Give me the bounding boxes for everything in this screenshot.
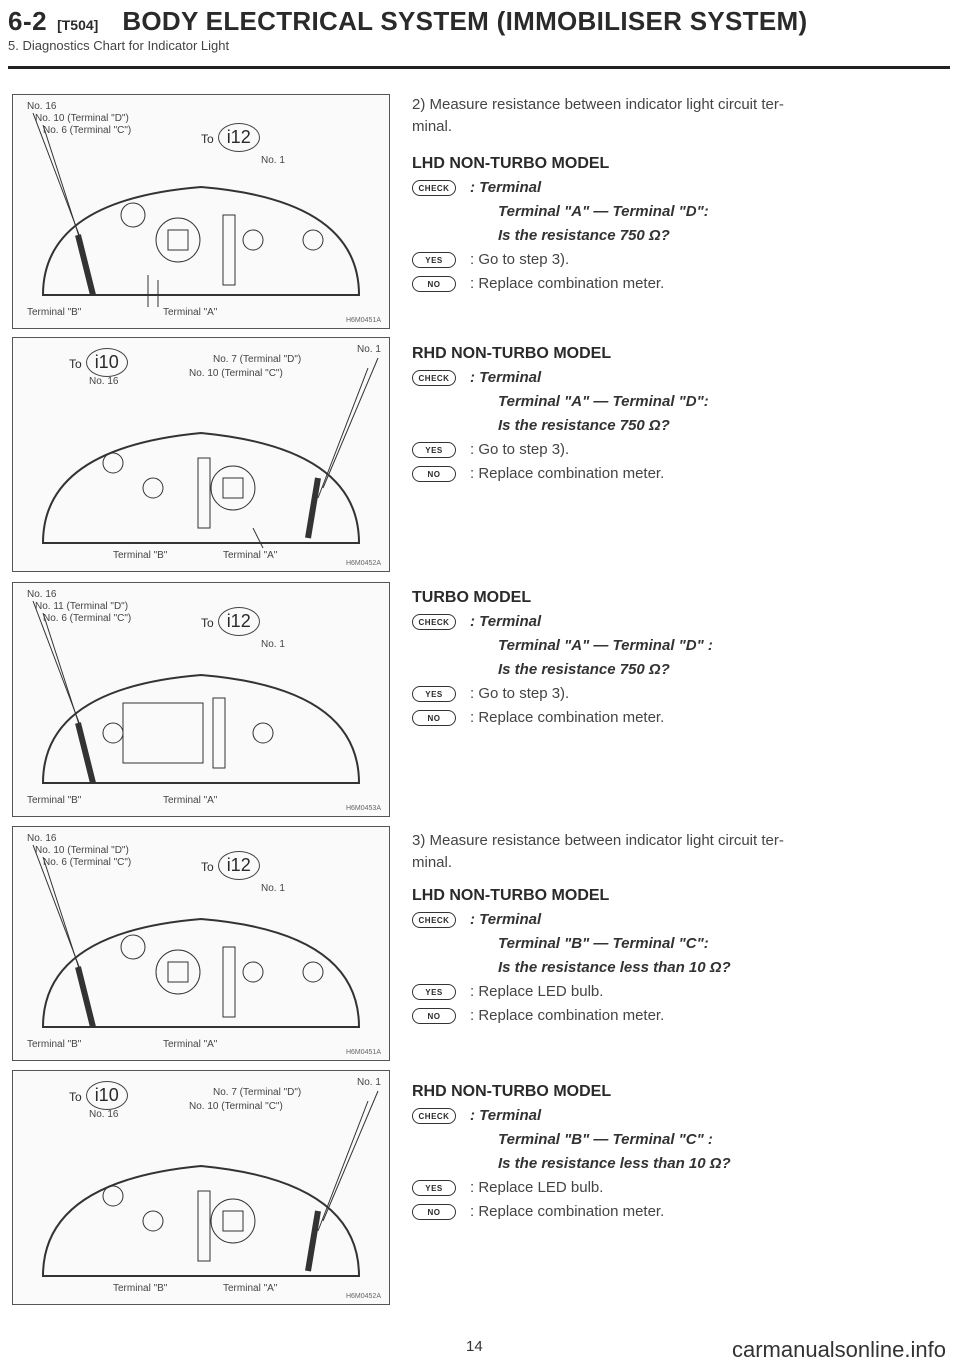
model-heading: RHD NON-TURBO MODEL	[412, 345, 612, 362]
check-block-5: RHD NON-TURBO MODEL CHECK: Terminal Term…	[412, 1074, 942, 1224]
page-header: 6-2 [T504] BODY ELECTRICAL SYSTEM (IMMOB…	[8, 6, 952, 69]
yes-badge: YES	[412, 252, 456, 268]
check-badge: CHECK	[412, 912, 456, 928]
model-heading: LHD NON-TURBO MODEL	[412, 887, 610, 904]
combination-meter-drawing	[32, 600, 361, 784]
label-terminal-c: No. 10 (Terminal "C")	[189, 1101, 283, 1112]
label-terminal-a: Terminal "A"	[163, 1039, 218, 1050]
check-block-2: RHD NON-TURBO MODEL CHECK: Terminal Term…	[412, 336, 942, 486]
combination-meter-drawing	[32, 112, 361, 307]
label-pin-16: No. 16	[27, 101, 57, 112]
label-terminal-d: No. 10 (Terminal "D")	[35, 845, 129, 856]
label-terminal-a: Terminal "A"	[163, 795, 218, 806]
combination-meter-drawing	[41, 357, 379, 549]
yes-badge: YES	[412, 984, 456, 1000]
label-pin-1: No. 1	[357, 1077, 381, 1088]
meter-diagram-3: No. 16 No. 11 (Terminal "D") No. 6 (Term…	[12, 582, 390, 817]
check-block-3: TURBO MODEL CHECK: Terminal Terminal "A"…	[412, 580, 942, 730]
page-subtitle: 5. Diagnostics Chart for Indicator Light	[8, 38, 230, 53]
connector-id: i12	[217, 123, 260, 152]
label-terminal-a: Terminal "A"	[223, 550, 278, 561]
no-badge: NO	[412, 1204, 456, 1220]
connector-id: i10	[85, 1081, 128, 1110]
step-3-intro: 3) Measure resistance between indicator …	[412, 832, 784, 871]
page-title: BODY ELECTRICAL SYSTEM (IMMOBILISER SYST…	[122, 6, 808, 36]
label-terminal-c: No. 6 (Terminal "C")	[43, 613, 132, 624]
check-block-4: LHD NON-TURBO MODEL CHECK: Terminal Term…	[412, 878, 942, 1028]
yes-badge: YES	[412, 1180, 456, 1196]
no-badge: NO	[412, 1008, 456, 1024]
check-badge: CHECK	[412, 614, 456, 630]
yes-badge: YES	[412, 442, 456, 458]
header-rule	[8, 66, 950, 69]
no-badge: NO	[412, 466, 456, 482]
meter-diagram-4: No. 16 No. 10 (Terminal "D") No. 6 (Term…	[12, 826, 390, 1061]
connector-id: i12	[217, 607, 260, 636]
figure-code: H6M0452A	[345, 1293, 381, 1300]
label-terminal-c: No. 6 (Terminal "C")	[43, 125, 132, 136]
watermark: carmanualsonline.info	[731, 1337, 946, 1362]
label-pin-16: No. 16	[27, 589, 57, 600]
figure-code: H6M0453A	[345, 805, 381, 812]
label-terminal-a: Terminal "A"	[163, 307, 218, 318]
yes-badge: YES	[412, 686, 456, 702]
no-badge: NO	[412, 710, 456, 726]
figure-code: H6M0451A	[345, 1049, 381, 1056]
label-terminal-c: No. 6 (Terminal "C")	[43, 857, 132, 868]
label-terminal-b: Terminal "B"	[27, 795, 82, 806]
label-pin-1: No. 1	[261, 639, 285, 650]
section-code: [T504]	[57, 17, 99, 33]
model-heading: TURBO MODEL	[412, 589, 532, 606]
check-block-1: LHD NON-TURBO MODEL CHECK: Terminal Term…	[412, 146, 942, 296]
figure-code: H6M0452A	[345, 560, 381, 567]
label-terminal-b: Terminal "B"	[113, 550, 168, 561]
combination-meter-drawing	[41, 1090, 379, 1277]
no-badge: NO	[412, 276, 456, 292]
label-terminal-c: No. 10 (Terminal "C")	[189, 368, 283, 379]
label-terminal-d: No. 11 (Terminal "D")	[35, 601, 129, 612]
label-terminal-a: Terminal "A"	[223, 1283, 278, 1294]
label-pin-1: No. 1	[261, 883, 285, 894]
model-heading: RHD NON-TURBO MODEL	[412, 1083, 612, 1100]
step-2-intro: 2) Measure resistance between indicator …	[412, 96, 784, 135]
check-badge: CHECK	[412, 180, 456, 196]
label-terminal-d: No. 10 (Terminal "D")	[35, 113, 129, 124]
check-badge: CHECK	[412, 1108, 456, 1124]
model-heading: LHD NON-TURBO MODEL	[412, 155, 610, 172]
page-number: 14	[466, 1338, 483, 1355]
label-pin-1: No. 1	[357, 344, 381, 355]
label-pin-16: No. 16	[27, 833, 57, 844]
label-terminal-d: No. 7 (Terminal "D")	[213, 354, 302, 365]
label-pin-16: No. 16	[89, 376, 119, 387]
section-number: 6-2	[8, 6, 48, 36]
connector-id: i10	[85, 348, 128, 377]
label-terminal-b: Terminal "B"	[27, 1039, 82, 1050]
label-terminal-d: No. 7 (Terminal "D")	[213, 1087, 302, 1098]
combination-meter-drawing	[32, 844, 361, 1028]
figure-code: H6M0451A	[345, 317, 381, 324]
label-terminal-b: Terminal "B"	[27, 307, 82, 318]
label-pin-1: No. 1	[261, 155, 285, 166]
connector-id: i12	[217, 851, 260, 880]
label-terminal-b: Terminal "B"	[113, 1283, 168, 1294]
check-badge: CHECK	[412, 370, 456, 386]
meter-diagram-1: No. 16 No. 10 (Terminal "D") No. 6 (Term…	[12, 94, 390, 329]
label-pin-16: No. 16	[89, 1109, 119, 1120]
